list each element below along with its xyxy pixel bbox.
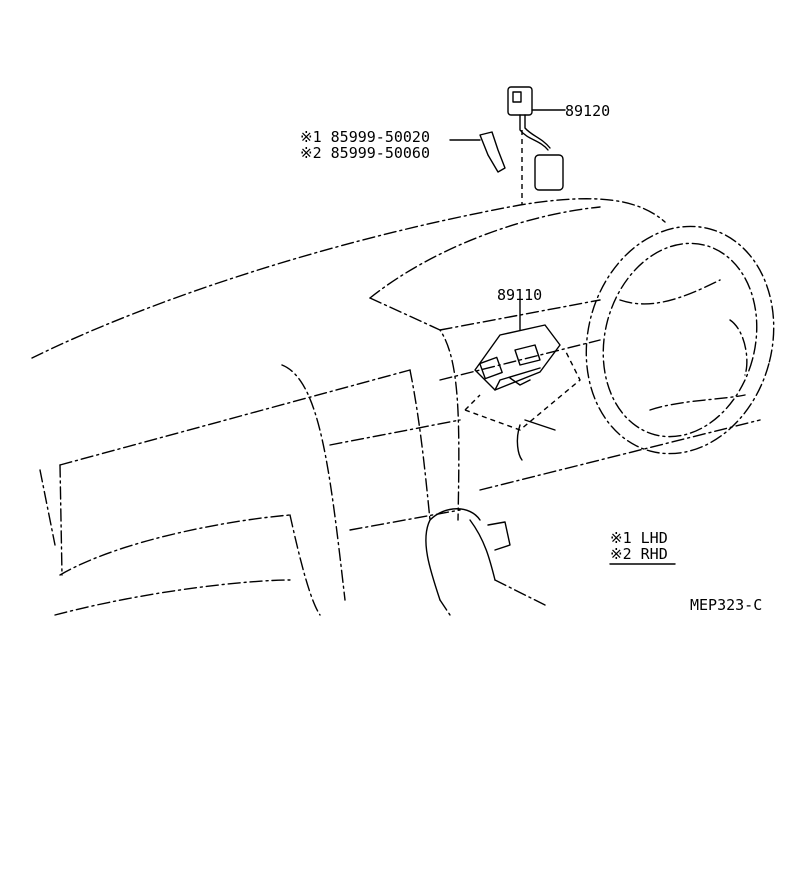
leader-lines: [449, 109, 566, 331]
label-bracket-lhd: ※1 85999-50020: [300, 128, 430, 146]
label-89110: 89110: [497, 286, 542, 304]
diagram-code: MEP323-C: [690, 596, 762, 614]
legend-lhd: ※1 LHD: [610, 529, 668, 547]
label-89120: 89120: [565, 102, 610, 120]
relay-89110: [464, 324, 581, 461]
steering-wheel: [585, 225, 775, 455]
bracket-part: [479, 131, 506, 173]
sensor-89120: [507, 86, 564, 205]
legend-rhd: ※2 RHD: [610, 545, 668, 563]
dashboard-outline: [31, 198, 761, 616]
label-bracket-rhd: ※2 85999-50060: [300, 144, 430, 162]
